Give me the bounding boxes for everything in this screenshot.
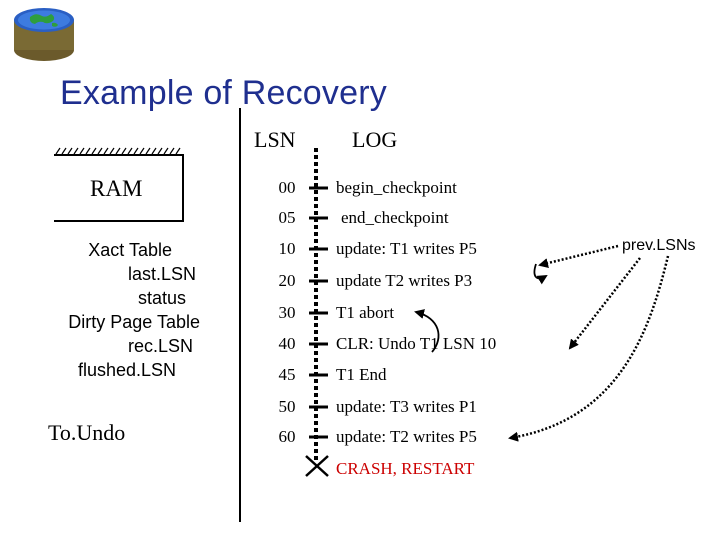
ram-line-status: status bbox=[137, 288, 186, 308]
log-entry-45: T1 End bbox=[336, 365, 387, 384]
lsn-30: 30 bbox=[278, 303, 296, 322]
lsn-60: 60 bbox=[278, 427, 296, 446]
clr-undo-arrow bbox=[414, 309, 440, 353]
log-entry-10: update: T1 writes P5 bbox=[336, 239, 477, 258]
prev-lsn-arrow-long bbox=[508, 255, 670, 442]
ram-contents: Xact Table last.LSN status Dirty Page Ta… bbox=[30, 238, 200, 382]
log-entry-50: update: T3 writes P1 bbox=[336, 397, 477, 416]
vertical-divider bbox=[239, 108, 241, 522]
lsn-05: 05 bbox=[278, 208, 296, 227]
prev-lsn-arrow-mid bbox=[568, 257, 641, 350]
ram-box bbox=[54, 147, 184, 222]
lsn-20: 20 bbox=[278, 271, 296, 290]
prev-lsn-arrow-top bbox=[538, 244, 619, 268]
lsn-00: 00 bbox=[278, 178, 296, 197]
database-logo-icon bbox=[14, 8, 74, 61]
log-entry-40: CLR: Undo T1 LSN 10 bbox=[336, 334, 497, 353]
prev-lsns-label: prev.LSNs bbox=[622, 237, 696, 254]
to-undo-label: To.Undo bbox=[48, 420, 126, 445]
lsn-40: 40 bbox=[278, 334, 296, 353]
lsn-45: 45 bbox=[278, 365, 296, 384]
log-entry-05: end_checkpoint bbox=[341, 208, 449, 227]
ram-line-rec-lsn: rec.LSN bbox=[127, 336, 193, 356]
ram-line-last-lsn: last.LSN bbox=[127, 264, 196, 284]
log-entry-60: update: T2 writes P5 bbox=[336, 427, 477, 446]
log-entry-20: update T2 writes P3 bbox=[336, 271, 473, 290]
log-entry-00: begin_checkpoint bbox=[336, 178, 457, 197]
ram-line-xact-table: Xact Table bbox=[88, 240, 172, 260]
log-entry-30: T1 abort bbox=[336, 303, 395, 322]
lsn-column-header: LSN bbox=[254, 127, 296, 152]
crash-restart-label: CRASH, RESTART bbox=[336, 459, 475, 478]
prev-lsn-arrow-t2 bbox=[533, 263, 548, 285]
crash-x-icon bbox=[305, 455, 329, 477]
lsn-10: 10 bbox=[278, 239, 296, 258]
ram-line-flushed-lsn: flushed.LSN bbox=[77, 360, 176, 380]
log-column-header: LOG bbox=[352, 127, 398, 152]
slide-title: Example of Recovery bbox=[60, 74, 387, 112]
ram-line-dirty-page-table: Dirty Page Table bbox=[68, 312, 200, 332]
lsn-50: 50 bbox=[278, 397, 296, 416]
ram-label: RAM bbox=[90, 176, 143, 201]
